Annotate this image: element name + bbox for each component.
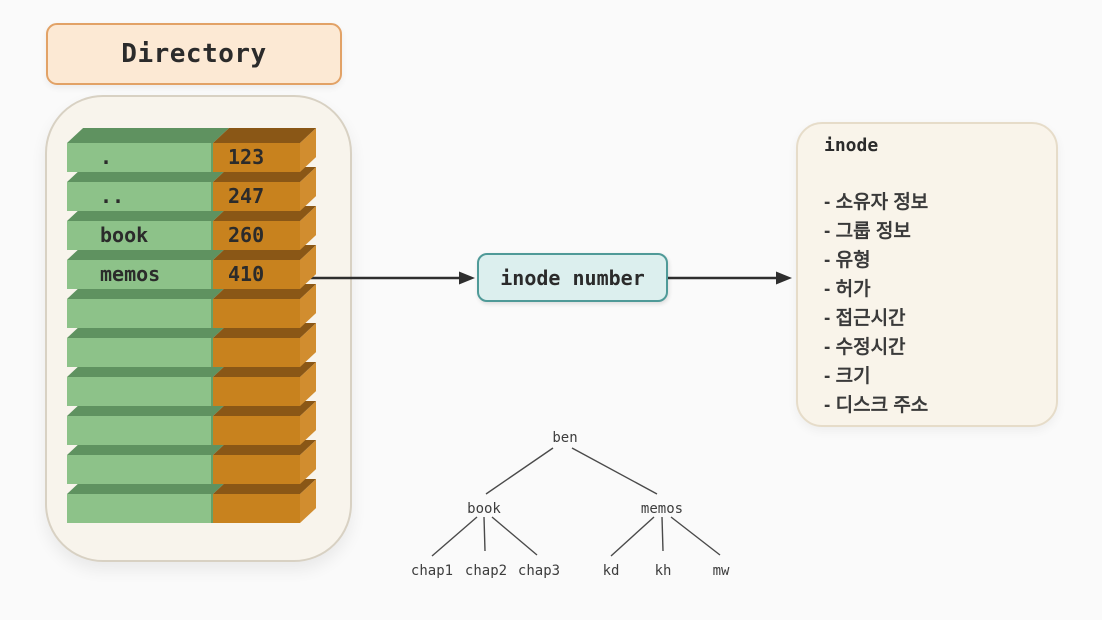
entry-name-cell: memos: [67, 260, 213, 289]
tree-node-kd: kd: [602, 563, 620, 579]
directory-row-front-face: [67, 299, 300, 328]
directory-row: .. 247: [67, 167, 317, 211]
inode-attribute: - 소유자 정보: [824, 192, 929, 213]
entry-inode-cell: [213, 377, 300, 406]
inode-number-label: inode number: [500, 265, 645, 290]
entry-inode-cell: [213, 416, 300, 445]
inode-attribute: - 수정시간: [824, 337, 906, 358]
directory-row: book 260: [67, 206, 317, 250]
entry-inode-cell: [213, 494, 300, 523]
arrowhead-icon: [776, 271, 792, 285]
entry-name-cell: book: [67, 221, 213, 250]
entry-name-cell: [67, 494, 213, 523]
entry-inode-cell: [213, 299, 300, 328]
entry-name-cell: [67, 455, 213, 484]
inode-box-title: inode: [824, 135, 879, 156]
directory-row-front-face: memos 410: [67, 260, 300, 289]
tree-node-chap2: chap2: [464, 563, 508, 579]
inode-attribute: - 크기: [824, 366, 871, 387]
entry-inode-cell: [213, 455, 300, 484]
tree-edge-memos-mw: [670, 516, 721, 556]
tree-node-mw: mw: [712, 563, 730, 579]
inode-attribute: - 그룹 정보: [824, 221, 911, 242]
tree-edge-memos-kh: [661, 516, 664, 552]
tree-node-chap3: chap3: [517, 563, 561, 579]
entry-name-cell: [67, 338, 213, 367]
directory-row-top-face: [67, 128, 317, 143]
tree-edge-book-chap1: [431, 516, 478, 557]
directory-row-front-face: .. 247: [67, 182, 300, 211]
entry-inode-cell: 260: [213, 221, 300, 250]
directory-row: memos 410: [67, 245, 317, 289]
inode-attribute: - 허가: [824, 279, 871, 300]
inode-attribute: - 접근시간: [824, 308, 906, 329]
directory-row: . 123: [67, 128, 317, 172]
entry-inode-cell: 247: [213, 182, 300, 211]
tree-node-memos: memos: [640, 501, 684, 517]
inode-attribute: - 디스크 주소: [824, 395, 929, 416]
directory-row-front-face: [67, 416, 300, 445]
tree-edge-book-chap2: [483, 516, 486, 552]
inode-attribute: - 유형: [824, 250, 871, 271]
entry-name-cell: .: [67, 143, 213, 172]
entry-inode-cell: 410: [213, 260, 300, 289]
directory-row: [67, 323, 317, 367]
inode-number-box: inode number: [477, 253, 668, 302]
directory-row-front-face: . 123: [67, 143, 300, 172]
inode-attributes-box: inode - 소유자 정보 - 그룹 정보 - 유형 - 허가 - 접근시간 …: [796, 122, 1058, 427]
entry-inode-cell: 123: [213, 143, 300, 172]
directory-row-front-face: [67, 455, 300, 484]
tree-node-kh: kh: [654, 563, 672, 579]
tree-node-ben: ben: [552, 430, 578, 446]
entry-name-cell: ..: [67, 182, 213, 211]
directory-row: [67, 362, 317, 406]
directory-title-box: Directory: [46, 23, 342, 85]
top-face-green: [67, 128, 230, 143]
tree-node-book: book: [467, 501, 501, 517]
entry-name-cell: [67, 416, 213, 445]
top-face-brown: [213, 128, 317, 143]
tree-edge-memos-kd: [610, 516, 655, 557]
directory-title-label: Directory: [121, 39, 267, 69]
entry-name-cell: [67, 377, 213, 406]
tree-edge-book-chap3: [491, 516, 538, 556]
directory-row: [67, 284, 317, 328]
inode-attributes-list: - 소유자 정보 - 그룹 정보 - 유형 - 허가 - 접근시간 - 수정시간…: [824, 188, 1056, 420]
directory-row-front-face: [67, 494, 300, 523]
directory-row-front-face: [67, 338, 300, 367]
entry-name-cell: [67, 299, 213, 328]
entry-inode-cell: [213, 338, 300, 367]
tree-edge-ben-memos: [571, 447, 658, 495]
directory-row-front-face: [67, 377, 300, 406]
tree-edge-ben-book: [485, 447, 554, 495]
directory-row: [67, 440, 317, 484]
directory-row-front-face: book 260: [67, 221, 300, 250]
directory-row: [67, 479, 317, 523]
arrowhead-icon: [459, 271, 475, 285]
directory-row: [67, 401, 317, 445]
tree-node-chap1: chap1: [410, 563, 454, 579]
directory-entries-panel: . 123 .. 247 book 260 memos 410: [45, 95, 352, 562]
